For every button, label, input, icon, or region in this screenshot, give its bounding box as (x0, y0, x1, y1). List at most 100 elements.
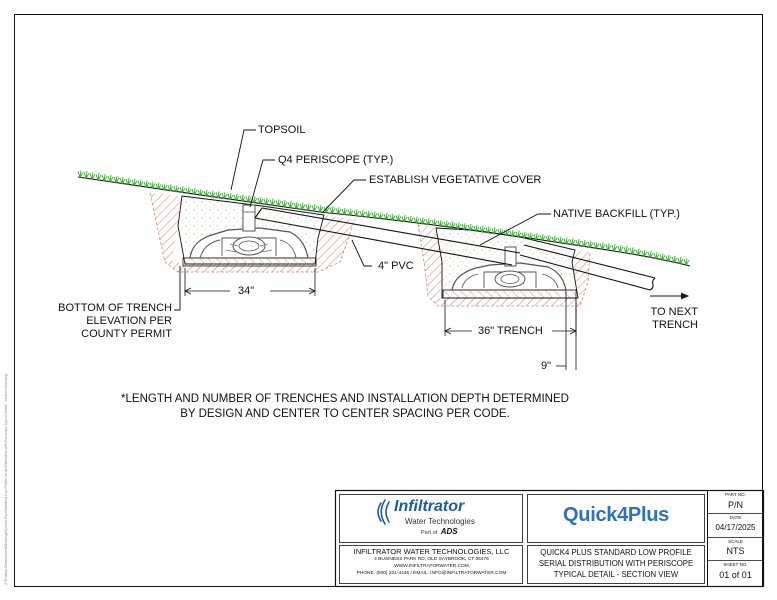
trench-bottom-bed-1 (182, 257, 317, 267)
grass-tuft (581, 239, 588, 248)
design-note: *LENGTH AND NUMBER OF TRENCHES AND INSTA… (110, 392, 580, 422)
scale-label: SCALE (728, 539, 743, 544)
next-trench-label: TO NEXT TRENCH (638, 306, 698, 332)
grass-tuft (419, 217, 426, 225)
drawing-title-3: TYPICAL DETAIL - SECTION VIEW (553, 570, 679, 579)
grass-tuft (671, 255, 678, 264)
grass-tuft (299, 202, 306, 210)
dimension-36-label: 36" TRENCH (478, 325, 543, 337)
sheet-border (14, 14, 763, 587)
grass-tuft (659, 253, 666, 261)
grass-tuft (677, 256, 684, 265)
grass-tuft (569, 238, 576, 246)
grass-tuft (473, 224, 480, 233)
grass-tuft (509, 229, 516, 238)
grass-tuft (95, 173, 102, 181)
grass (77, 170, 690, 266)
grass-tuft (533, 233, 540, 241)
infiltrator-logo-sub: Water Technologies (405, 517, 475, 526)
grass-tuft (203, 189, 210, 198)
grass-tuft (401, 215, 408, 223)
grass-tuft (113, 175, 120, 184)
grass-tuft (587, 240, 594, 249)
periscope-1 (242, 204, 256, 232)
pvc-label: 4" PVC (378, 260, 414, 272)
grass-tuft (125, 177, 132, 186)
grass-tuft (209, 190, 216, 198)
grass-tuft (479, 225, 486, 233)
logo-part-of: Part of (421, 530, 438, 536)
grass-tuft (359, 209, 366, 218)
dimension-34-label: 34" (238, 285, 255, 297)
grass-tuft (389, 213, 396, 221)
bottom-of-trench-line-3: COUNTY PERMIT (81, 328, 172, 340)
grass-tuft (287, 200, 294, 209)
grass-tuft (131, 178, 138, 186)
bottom-of-trench-line-1: BOTTOM OF TRENCH (58, 302, 172, 314)
grass-tuft (599, 242, 606, 250)
grass-tuft (629, 247, 636, 255)
part-no-value: P/N (727, 500, 743, 510)
trench-1 (149, 192, 356, 273)
grass-tuft (425, 218, 432, 226)
drawing-title-1: QUICK4 PLUS STANDARD LOW PROFILE (540, 548, 692, 557)
grass-tuft (233, 193, 240, 202)
grass-tuft (311, 204, 318, 212)
periscope-2 (504, 246, 517, 267)
grass-tuft (683, 258, 690, 266)
grass-tuft (269, 198, 276, 206)
grass-tuft (383, 212, 390, 221)
next-trench-line-1: TO NEXT (650, 306, 698, 318)
vegetative-cover-label: ESTABLISH VEGETATIVE COVER (369, 174, 542, 186)
grass-tuft (245, 195, 252, 203)
grass-tuft (215, 191, 222, 199)
grass-tuft (185, 187, 192, 195)
periscope-label: Q4 PERISCOPE (TYP.) (278, 154, 394, 166)
grass-tuft (485, 226, 492, 234)
company-address: 4 BUSINESS PARK RD, OLD SAYBROOK, CT 064… (374, 557, 489, 562)
file-path-note: Z:\Product Development\Drawings\Quick4 P… (4, 374, 8, 585)
grass-tuft (395, 214, 402, 222)
company-contact: PHONE: (800) 221-4436 / EMAIL: INFO@INFI… (356, 571, 507, 576)
grass-tuft (455, 222, 462, 230)
grass-tuft (353, 209, 360, 217)
grass-tuft (527, 232, 534, 240)
date-label: DATE (729, 515, 742, 520)
grass-tuft (563, 237, 570, 245)
grass-tuft (155, 182, 162, 190)
grass-tuft (377, 212, 384, 220)
infiltrator-logo-name: Infiltrator (394, 498, 465, 515)
dimension-9-label: 9" (541, 360, 552, 372)
grass-tuft (575, 239, 582, 247)
grass-tuft (647, 250, 654, 259)
trench-2 (417, 223, 591, 307)
scale-value: NTS (726, 546, 745, 556)
grass-tuft (557, 236, 564, 244)
grass-tuft (437, 219, 444, 228)
dimension-34 (184, 268, 316, 296)
grass-tuft (623, 246, 630, 254)
grass-tuft (347, 208, 354, 216)
grass-tuft (263, 197, 270, 206)
leader-lines (174, 129, 690, 311)
grass-tuft (551, 235, 558, 243)
grass-tuft (515, 230, 522, 238)
pvc-pipe (254, 207, 656, 291)
grass-tuft (293, 201, 300, 210)
grass-tuft (119, 176, 126, 185)
quick4plus-brand: Quick4Plus (563, 504, 669, 526)
next-trench-line-2: TRENCH (652, 319, 698, 331)
grass-tuft (467, 223, 474, 232)
sheet-label: SHEET NO. (723, 562, 748, 567)
grass-tuft (341, 207, 348, 216)
bottom-of-trench-label: BOTTOM OF TRENCH ELEVATION PER COUNTY PE… (56, 302, 172, 341)
company-website: WWW.INFILTRATORWATER.COM (394, 564, 469, 569)
part-no-label: PART NO. (725, 492, 746, 497)
native-soil-trench-2 (418, 224, 590, 306)
grass-tuft (605, 243, 612, 251)
grass-tuft (593, 241, 600, 249)
date-value: 04/17/2025 (715, 523, 756, 532)
grass-tuft (275, 199, 282, 207)
design-note-line-2: BY DESIGN AND CENTER TO CENTER SPACING P… (180, 408, 510, 420)
